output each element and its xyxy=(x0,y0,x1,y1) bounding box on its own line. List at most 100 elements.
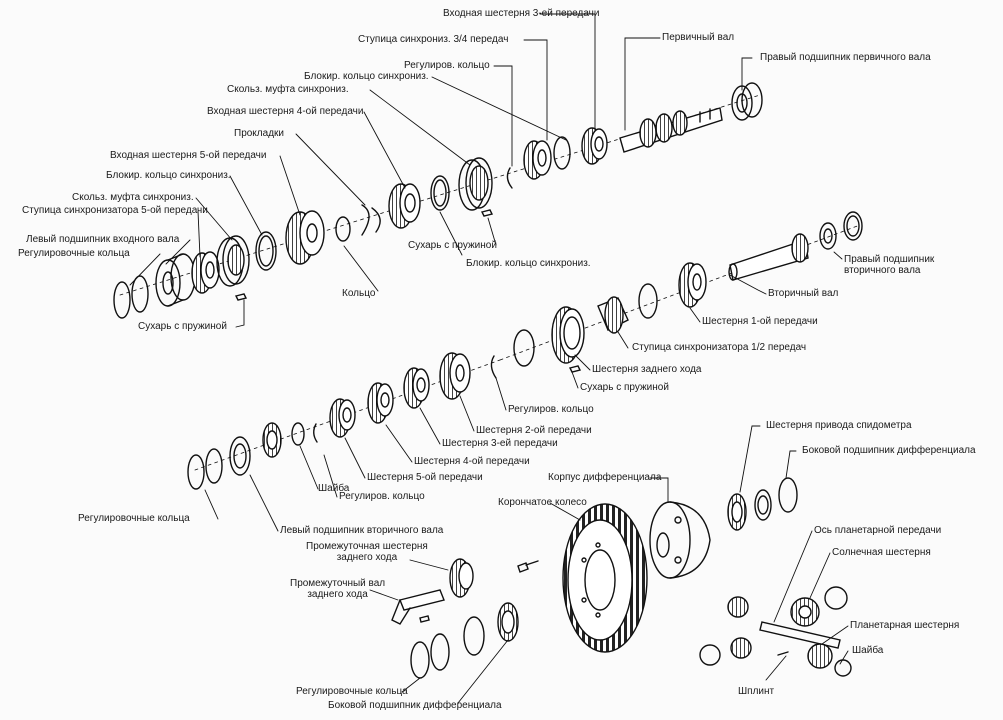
gasket-2 xyxy=(371,207,381,233)
key-spring-3 xyxy=(568,365,582,373)
label-input-gear-4th: Входная шестерня 4-ой передачи xyxy=(207,106,364,117)
label-crown-wheel: Корончатое колесо xyxy=(498,497,587,508)
washer-4 xyxy=(834,659,852,677)
sleeve-3-4 xyxy=(458,157,493,211)
blocking-ring-5 xyxy=(638,283,658,319)
hub-1-2 xyxy=(597,296,629,334)
washer-3 xyxy=(699,644,721,666)
label-planet-axle: Ось планетарной передачи xyxy=(814,525,942,536)
label-key-spring-3: Сухарь с пружиной xyxy=(580,382,669,393)
washer-1 xyxy=(291,422,305,446)
primary-shaft-group xyxy=(113,82,763,319)
planet-gear-3 xyxy=(807,643,833,669)
blocking-ring-2 xyxy=(430,175,450,211)
label-blocking-ring-2: Блокир. кольцо синхрониз. xyxy=(106,170,231,181)
planet-axle xyxy=(759,621,841,649)
adjust-ring-1 xyxy=(506,167,513,189)
reverse-idler-shaft xyxy=(391,589,445,625)
shim-ring-6 xyxy=(430,633,450,671)
shim-ring-4 xyxy=(205,448,223,484)
reverse-idler-gear xyxy=(449,558,474,598)
blocking-ring-3 xyxy=(553,136,571,170)
label-gaskets: Прокладки xyxy=(234,128,284,139)
hub-3-4 xyxy=(523,140,552,180)
label-shims-1: Регулировочные кольца xyxy=(18,248,130,259)
shim-ring-3 xyxy=(187,454,205,490)
label-key-spring-1: Сухарь с пружиной xyxy=(138,321,227,332)
label-sun-gear: Солнечная шестерня xyxy=(832,547,931,558)
speedometer-gear xyxy=(727,493,747,531)
gear-5th xyxy=(329,398,356,438)
label-hub-5th: Ступица синхронизатора 5-ой передачи xyxy=(22,205,208,216)
differential-side-bearing-left xyxy=(463,602,519,656)
label-key-spring-2: Сухарь с пружиной xyxy=(408,240,497,251)
label-reverse-gear: Шестерня заднего хода xyxy=(592,364,702,375)
label-shims-2: Регулировочные кольца xyxy=(78,513,190,524)
label-gear-1st: Шестерня 1-ой передачи xyxy=(702,316,818,327)
hub-5th xyxy=(191,251,220,294)
right-secondary-bearing xyxy=(819,211,863,250)
secondary-shaft-group xyxy=(499,211,863,373)
label-diff-bearing-left: Боковой подшипник дифференциала xyxy=(328,700,502,711)
label-shims-3: Регулировочные кольца xyxy=(296,686,408,697)
key-spring-1 xyxy=(234,293,248,301)
shim-ring-2 xyxy=(131,275,149,313)
label-input-gear-3rd: Входная шестерня 3-ей передачи xyxy=(443,8,600,19)
planet-gear-2 xyxy=(730,637,752,659)
label-sleeve-5th: Скольз. муфта синхрониз. xyxy=(72,192,194,203)
cotter-pin xyxy=(777,651,789,656)
key-spring-2 xyxy=(480,209,494,217)
blocking-ring-1 xyxy=(255,231,277,271)
label-secondary-shaft: Вторичный вал xyxy=(768,288,839,299)
leader-lines xyxy=(129,13,849,704)
differential-group xyxy=(391,477,852,679)
washer-2 xyxy=(824,586,848,610)
label-planet-gear: Планетарная шестерня xyxy=(850,620,960,631)
label-input-gear-5th: Входная шестерня 5-ой передачи xyxy=(110,150,267,161)
label-speedometer-gear: Шестерня привода спидометра xyxy=(766,420,912,431)
input-gear-5th xyxy=(285,210,325,265)
label-blocking-ring-1: Блокир. кольцо синхрониз. xyxy=(304,71,429,82)
shim-ring-5 xyxy=(410,641,430,679)
label-gear-3rd: Шестерня 3-ей передачи xyxy=(442,438,558,449)
label-right-primary-bearing: Правый подшипник первичного вала xyxy=(760,52,931,63)
label-hub-1-2: Ступица синхронизатора 1/2 передач xyxy=(632,342,807,353)
label-reverse-idler-gear: Промежуточная шестерня заднего хода xyxy=(306,541,428,563)
label-left-input-bearing: Левый подшипник входного вала xyxy=(26,234,180,245)
label-washer-2: Шайба xyxy=(852,645,884,656)
sun-gear xyxy=(790,597,820,627)
crown-wheel xyxy=(562,503,648,653)
planet-gear-1 xyxy=(727,596,749,618)
label-differential-case: Корпус дифференциала xyxy=(548,472,662,483)
differential-case xyxy=(649,501,711,579)
label-hub-3-4: Ступица синхрониз. 3/4 передач xyxy=(358,34,509,45)
gear-2nd xyxy=(439,352,471,400)
input-gear-3rd xyxy=(581,127,608,165)
label-primary-shaft: Первичный вал xyxy=(662,32,735,43)
gear-row-group xyxy=(187,352,501,490)
label-gear-5th: Шестерня 5-ой передачи xyxy=(367,472,483,483)
input-gear-4th xyxy=(388,183,421,229)
label-adjust-ring-3: Регулиров. кольцо xyxy=(339,491,425,502)
snap-ring xyxy=(335,216,351,242)
shim-ring-1 xyxy=(113,281,131,319)
primary-shaft xyxy=(619,107,723,153)
gasket-1 xyxy=(361,204,370,236)
label-washer-1: Шайба xyxy=(318,483,350,494)
label-snap-ring: Кольцо xyxy=(342,288,376,299)
left-secondary-bearing xyxy=(229,422,282,476)
label-sleeve-3-4: Скольз. муфта синхрониз. xyxy=(227,84,349,95)
label-gear-2nd: Шестерня 2-ой передачи xyxy=(476,425,592,436)
label-reverse-idler-shaft: Промежуточный вал заднего хода xyxy=(290,578,386,600)
gear-1st xyxy=(678,262,707,308)
adjust-ring-2 xyxy=(313,423,318,443)
label-cotter-pin: Шплинт xyxy=(738,686,775,697)
label-adjust-ring-1: Регулиров. кольцо xyxy=(404,60,490,71)
label-right-secondary-bearing: Правый подшипник вторичного вала xyxy=(844,254,935,276)
gear-4th xyxy=(367,382,394,424)
adjust-ring-3 xyxy=(490,355,497,379)
sleeve-5th xyxy=(216,235,250,287)
label-gear-4th: Шестерня 4-ой передачи xyxy=(414,456,530,467)
